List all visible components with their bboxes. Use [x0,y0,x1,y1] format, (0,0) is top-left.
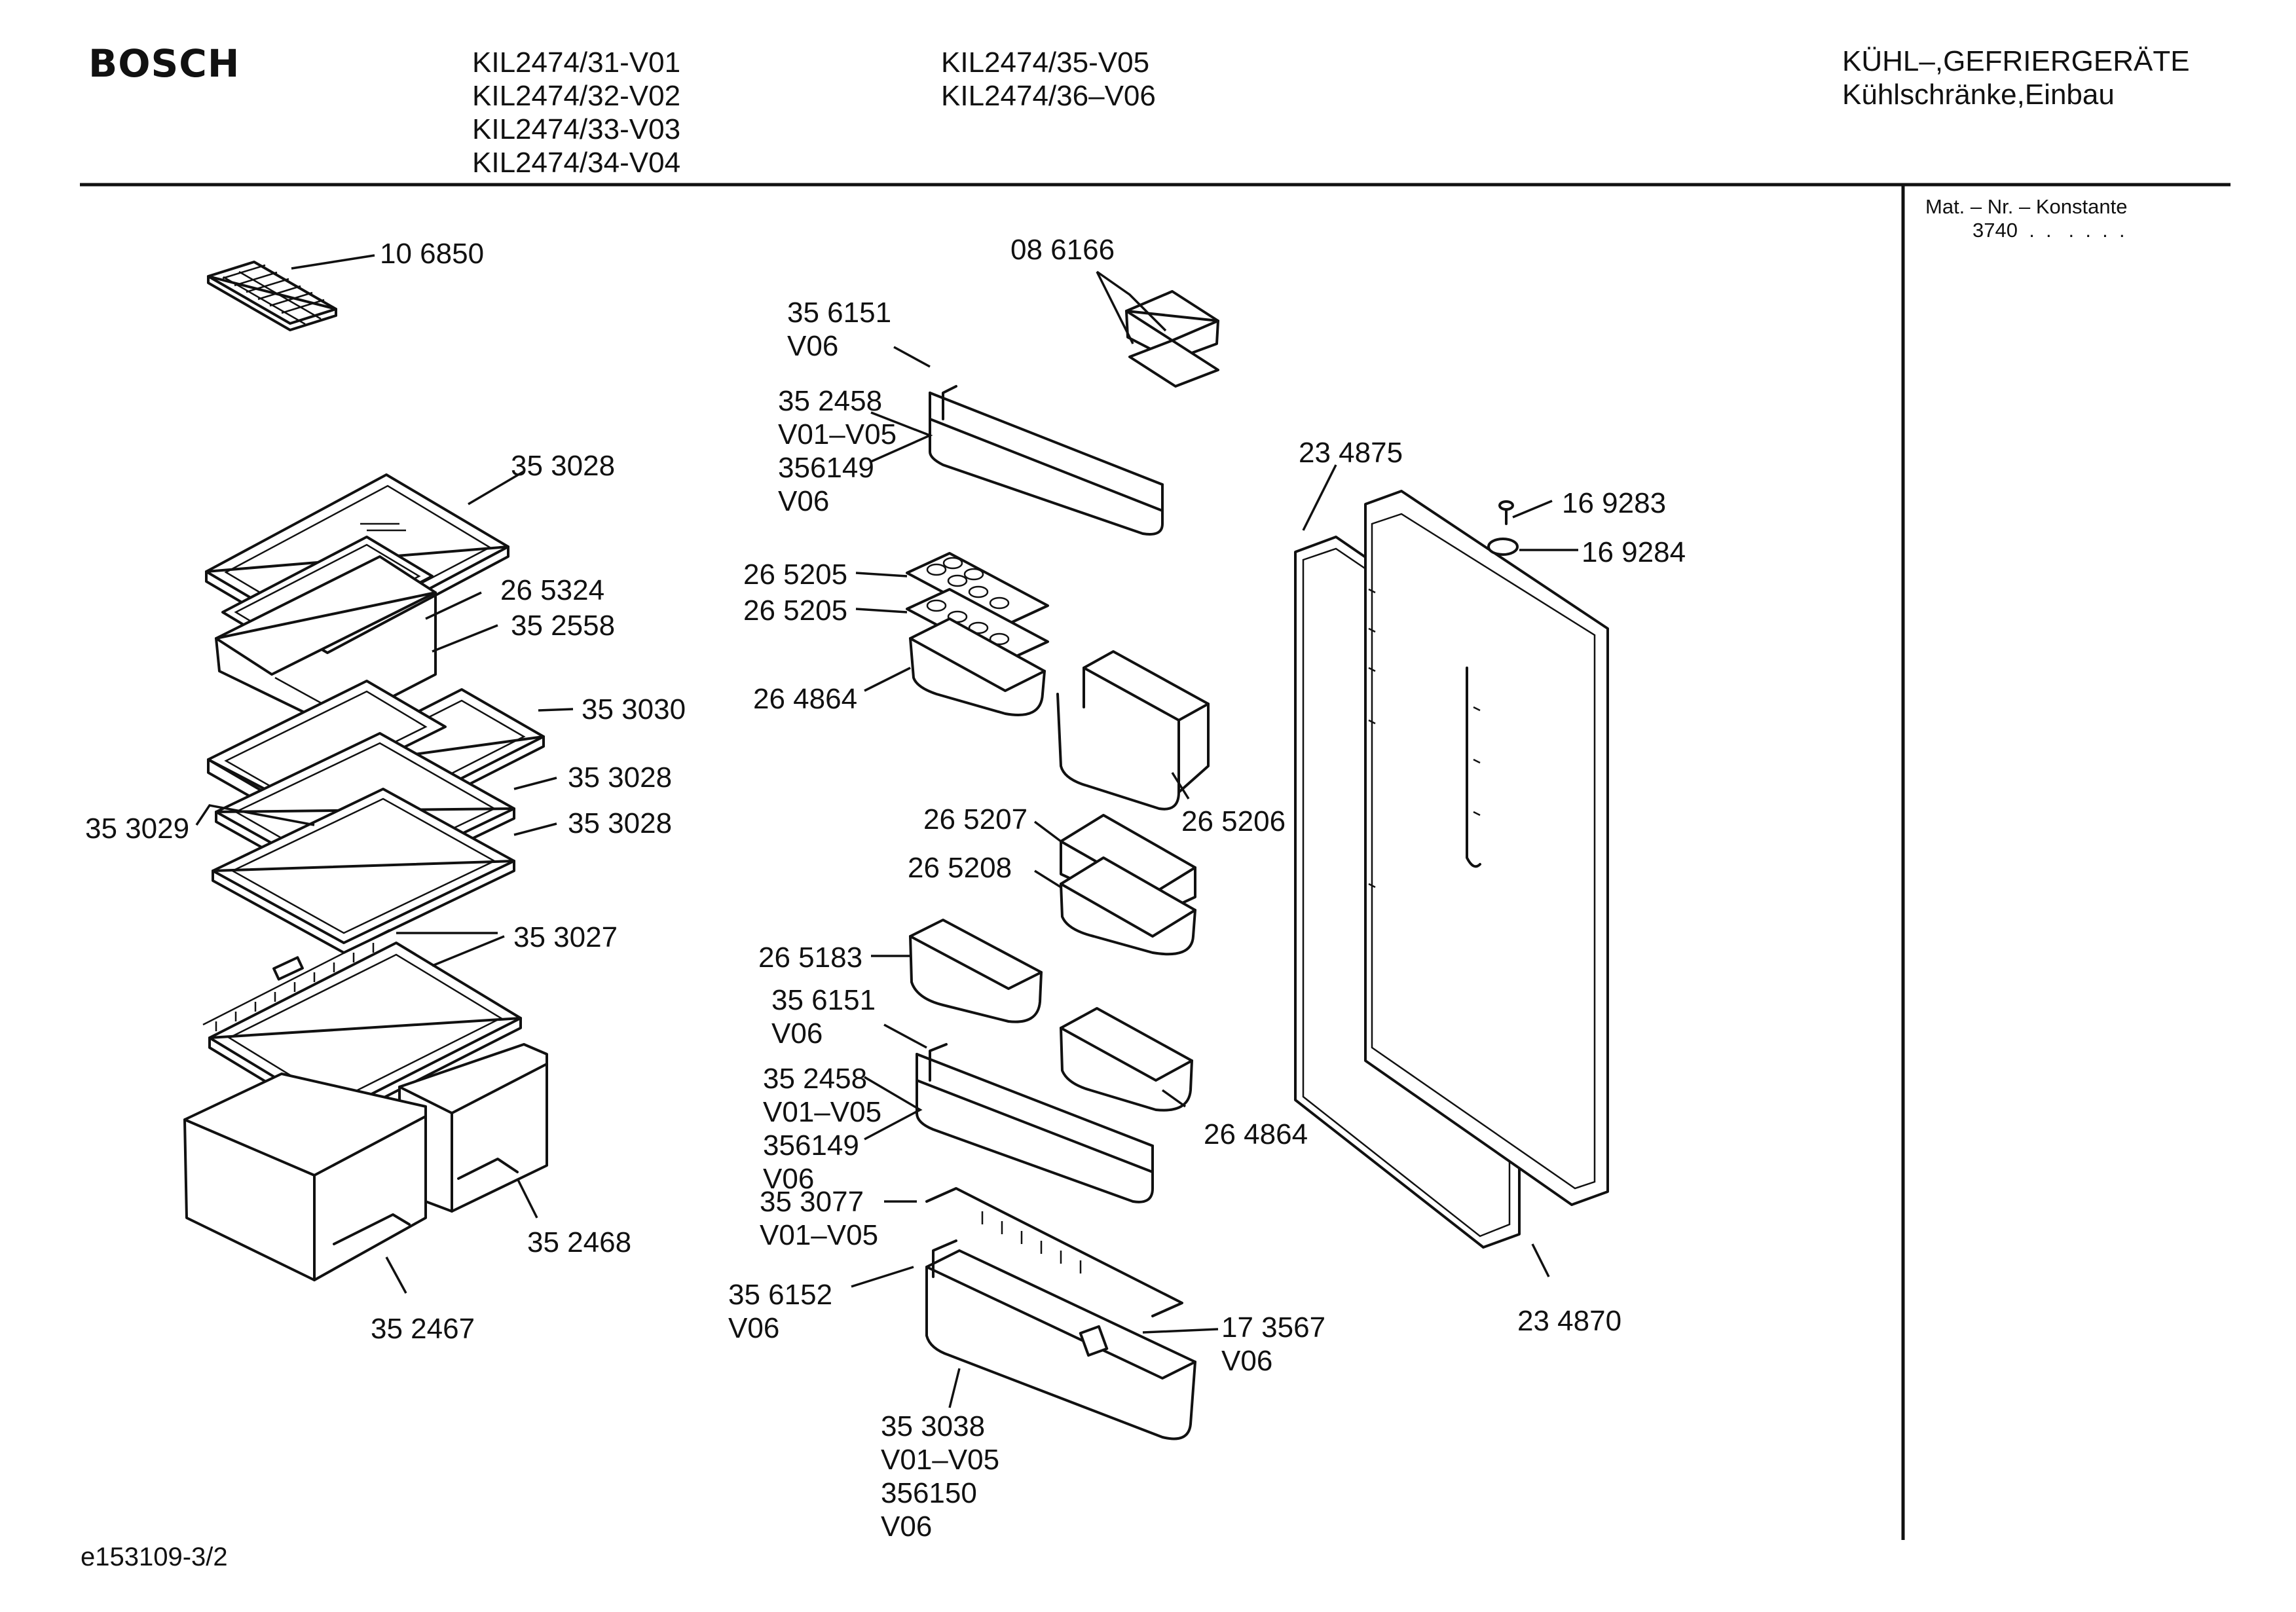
part-label-265324: 26 5324 [500,574,605,606]
part-label-234875: 23 4875 [1299,437,1403,469]
part-label-352558: 35 2558 [511,610,616,642]
bottle-bin-353038 [925,1239,1196,1440]
ice-cube-tray [207,261,337,331]
part-label-265208: 26 5208 [908,852,1012,884]
part-label-265183: 26 5183 [758,942,863,974]
part-label-352467: 35 2467 [371,1313,475,1345]
screw-169283 [1498,500,1514,525]
model-number: KIL2474/36–V06 [941,80,1156,112]
egg-cup-264864-low [1060,1007,1193,1112]
part-label-173567: 17 3567 V06 [1221,1311,1326,1377]
model-number: KIL2474/33-V03 [472,113,681,145]
part-label-353028-mid: 35 3028 [568,761,673,794]
part-label-265206: 26 5206 [1181,805,1286,837]
part-label-234870: 23 4870 [1517,1305,1622,1337]
model-number: KIL2474/34-V04 [472,147,681,179]
leader-lines [195,254,1578,1408]
bin-265208 [1060,856,1196,956]
part-label-356152: 35 6152 V06 [728,1279,833,1344]
part-label-353077: 35 3077 V01–V05 [760,1186,879,1251]
egg-tray-a [906,552,1049,627]
part-label-169284: 16 9284 [1582,536,1686,568]
fridge-door-234875 [1364,490,1609,1206]
model-number: KIL2474/31-V01 [472,46,681,79]
bin-265183 [909,919,1043,1023]
egg-tray-b [906,588,1049,663]
model-list-col2: KIL2474/35-V05 KIL2474/36–V06 [941,46,1156,113]
part-label-353029: 35 3029 [85,813,190,845]
part-label-353027: 35 3027 [513,921,618,953]
part-label-352458-top: 35 2458 V01–V05 356149 V06 [778,385,897,517]
part-label-265205-b: 26 5205 [743,595,848,627]
part-label-086166: 08 6166 [1010,234,1115,266]
cap-169284 [1487,538,1519,556]
door-bin-low [916,1043,1154,1203]
part-label-352468: 35 2468 [527,1226,632,1258]
sidebar-title: Mat. – Nr. – Konstante [1925,195,2128,218]
part-label-353038: 35 3038 V01–V05 356150 V06 [881,1410,1000,1543]
bin-265206 [1056,650,1210,811]
bottle-retainer-353077 [925,1187,1183,1317]
part-label-353028-low: 35 3028 [568,807,673,839]
glass-shelf-353028-low [212,788,515,954]
model-number: KIL2474/32-V02 [472,80,681,112]
sidebar-value: 3740 . . . . . . [1972,219,2125,242]
part-label-352458-low: 35 2458 V01–V05 356149 V06 [763,1063,882,1195]
part-label-264864-top: 26 4864 [753,683,858,715]
category-title: KÜHL–,GEFRIERGERÄTE [1842,45,2190,77]
diagram-code: e153109-3/2 [81,1543,228,1571]
crisper-drawer-352467 [183,1072,427,1281]
model-number: KIL2474/35-V05 [941,46,1150,79]
part-label-265207: 26 5207 [923,803,1028,835]
part-label-356151-top: 35 6151 V06 [787,297,892,362]
category-subtitle: Kühlschränke,Einbau [1842,79,2115,111]
part-label-356151-low: 35 6151 V06 [771,984,876,1050]
part-label-264864-low: 26 4864 [1204,1118,1308,1150]
part-label-106850: 10 6850 [380,238,485,270]
door-bin-top [929,385,1164,536]
part-label-353028-top: 35 3028 [511,450,616,482]
part-label-169283: 16 9283 [1562,487,1667,519]
egg-cup-264864-top [909,617,1046,716]
model-list-col1: KIL2474/31-V01 KIL2474/32-V02 KIL2474/33… [472,46,680,179]
appliance-category: KÜHL–,GEFRIERGERÄTE Kühlschränke,Einbau [1842,45,2190,111]
part-label-265205-a: 26 5205 [743,559,848,591]
brand-logo: BOSCH [88,41,240,86]
part-label-353030: 35 3030 [582,693,686,725]
